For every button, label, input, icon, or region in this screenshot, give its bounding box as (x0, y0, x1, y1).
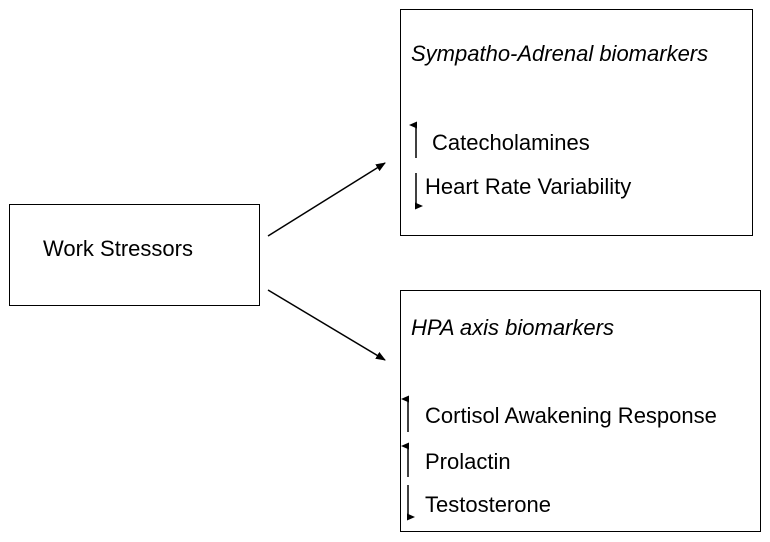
catecholamines-label: Catecholamines (432, 130, 590, 155)
testosterone-label: Testosterone (425, 492, 551, 517)
cortisol-awakening-response-label: Cortisol Awakening Response (425, 403, 717, 428)
arrow-to-sympatho-adrenal (267, 162, 386, 237)
work-stressors-box (9, 204, 260, 306)
sympatho-adrenal-box (400, 9, 753, 236)
arrow-to-hpa-axis (267, 289, 386, 361)
heart-rate-variability-label: Heart Rate Variability (425, 174, 632, 199)
hpa-axis-title: HPA axis biomarkers (411, 315, 614, 340)
hpa-axis-box (400, 290, 761, 532)
prolactin-label: Prolactin (425, 449, 511, 474)
sympatho-adrenal-title: Sympatho-Adrenal biomarkers (411, 41, 709, 66)
work-stressors-label: Work Stressors (43, 236, 193, 261)
